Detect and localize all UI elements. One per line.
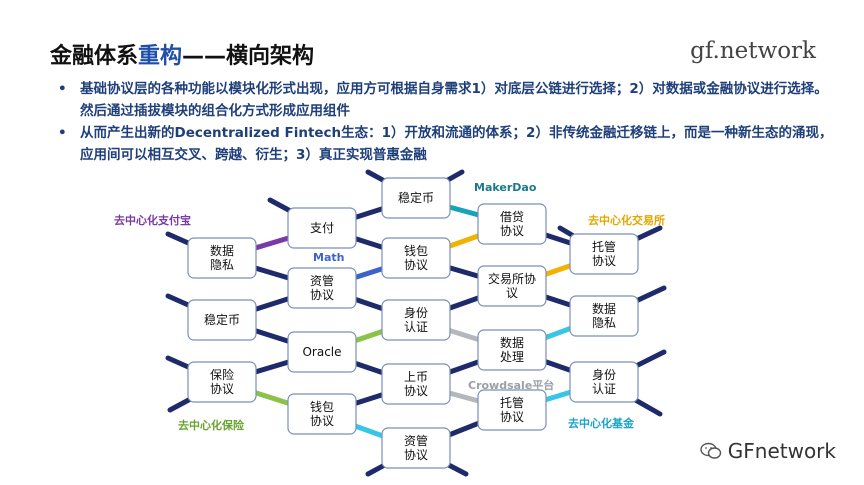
node-label: 认证 (404, 320, 428, 334)
node-label: 数据 (592, 301, 616, 316)
node-label: 处理 (500, 350, 524, 364)
node-label: 稳定币 (398, 190, 434, 205)
node-label: 资管 (404, 433, 428, 448)
node-n12: Oracle (287, 331, 357, 373)
node-label: 借贷 (500, 210, 524, 224)
label-decentralized-insurance: 去中心化保险 (178, 418, 245, 432)
node-n2: 支付 (287, 207, 357, 249)
node-box (381, 363, 451, 405)
node-box (569, 295, 639, 337)
node-box (287, 267, 357, 309)
node-box (381, 427, 451, 469)
node-label: 认证 (592, 382, 616, 396)
node-label: 隐私 (210, 258, 234, 272)
label-makerdao: MakerDao (474, 181, 537, 194)
label-math: Math (313, 251, 344, 264)
node-label: Oracle (302, 345, 341, 359)
node-label: 隐私 (592, 316, 616, 330)
gf-network-logo: gf.network (690, 38, 816, 64)
node-label: 协议 (500, 409, 524, 424)
page-title: 金融体系重构——横向架构 (50, 38, 314, 70)
node-label: 钱包 (404, 243, 428, 258)
node-box (477, 265, 547, 307)
diagram-labels: 去中心化支付宝 Math MakerDao 去中心化交易所 去中心化保险 Cro… (114, 181, 665, 432)
node-n9: 稳定币 (187, 299, 257, 341)
title-suffix: ——横向架构 (182, 44, 315, 69)
node-label: 协议 (210, 381, 234, 396)
node-box (569, 233, 639, 275)
wechat-icon (700, 442, 721, 459)
node-label: 上币 (404, 370, 428, 384)
node-label: 协议 (500, 223, 524, 238)
bullet-list: 基础协议层的各种功能以模块化形式出现，应用方可根据自身需求1）对底层公链进行选择… (58, 78, 838, 166)
node-box (477, 389, 547, 431)
node-label: 身份 (592, 367, 616, 382)
logo-brand: gf (690, 38, 713, 64)
logo-dot: . (712, 38, 720, 64)
diagram-nodes: 稳定币支付借贷协议数据隐私钱包协议托管协议资管协议交易所协议稳定币身份认证数据隐… (187, 177, 639, 469)
node-label: 议 (506, 286, 518, 300)
node-box (187, 361, 257, 403)
node-label: 托管 (592, 239, 616, 254)
title-prefix: 金融体系 (50, 44, 139, 69)
node-box (381, 299, 451, 341)
node-label: 协议 (404, 383, 428, 398)
node-n1: 稳定币 (381, 177, 451, 219)
node-box (381, 177, 451, 219)
node-label: 身份 (404, 305, 428, 320)
node-label: 支付 (310, 221, 334, 235)
node-label: 保险 (210, 367, 234, 382)
title-accent: 重构 (138, 44, 183, 69)
node-box (287, 207, 357, 249)
node-label: 协议 (310, 413, 334, 428)
bullet-item-1: 基础协议层的各种功能以模块化形式出现，应用方可根据自身需求1）对底层公链进行选择… (58, 78, 838, 122)
label-crowdsale: Crowdsale平台 (468, 378, 554, 392)
node-box (287, 393, 357, 435)
node-label: 钱包 (310, 399, 334, 414)
label-decentralized-exchange: 去中心化交易所 (588, 213, 665, 227)
node-box (477, 329, 547, 371)
node-label: 协议 (404, 447, 428, 462)
node-label: 数据 (210, 243, 234, 258)
node-label: 交易所协 (488, 271, 536, 286)
node-label: 协议 (404, 257, 428, 272)
node-box (477, 203, 547, 245)
node-box (187, 237, 257, 279)
node-label: 资管 (310, 273, 334, 288)
watermark-text: GFnetwork (727, 439, 836, 463)
node-label: 协议 (310, 287, 334, 302)
bullet-item-2: 从而产生出新的Decentralized Fintech生态：1）开放和流通的体… (58, 122, 838, 166)
node-label: 协议 (592, 253, 616, 268)
node-box (287, 331, 357, 373)
node-box (187, 299, 257, 341)
node-box (569, 361, 639, 403)
wechat-watermark: GFnetwork (700, 439, 836, 463)
node-label: 托管 (500, 395, 524, 410)
logo-rest: network (719, 38, 816, 64)
label-decentralized-alipay: 去中心化支付宝 (114, 213, 191, 227)
label-decentralized-fund: 去中心化基金 (568, 416, 635, 430)
node-label: 稳定币 (204, 312, 240, 327)
node-box (381, 237, 451, 279)
node-label: 数据 (500, 335, 524, 350)
